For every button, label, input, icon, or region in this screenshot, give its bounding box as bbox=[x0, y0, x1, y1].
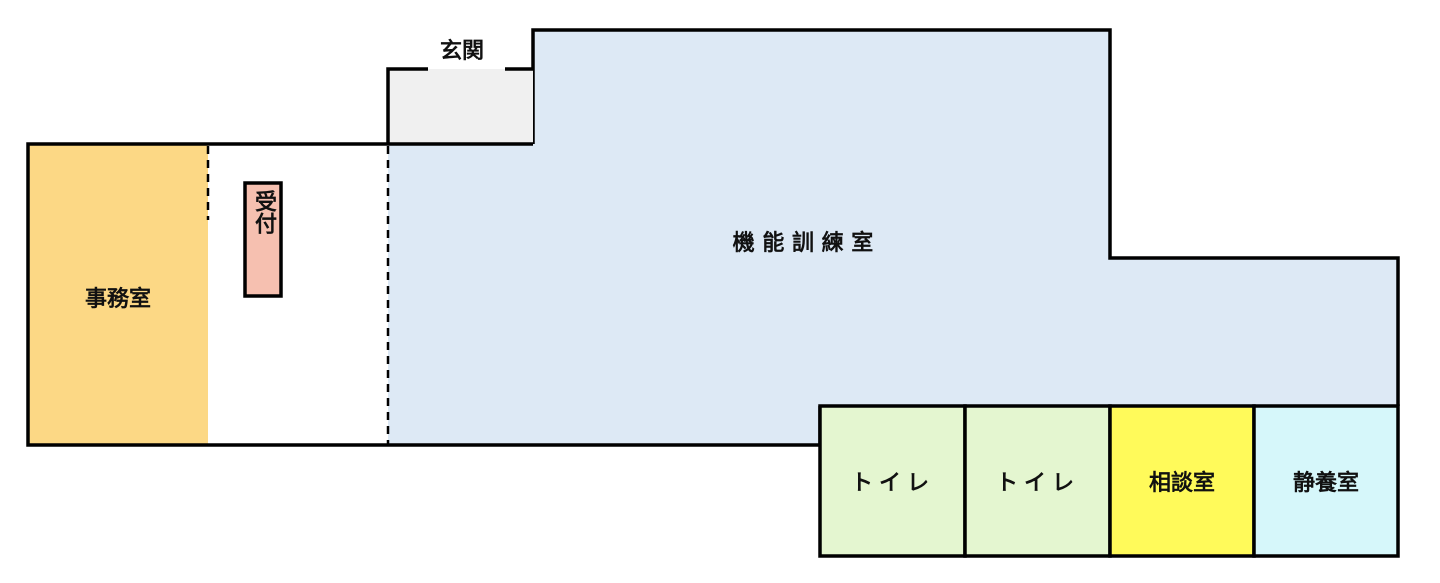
entrance-room bbox=[388, 69, 533, 144]
toilet-2-label: トイレ bbox=[996, 471, 1080, 496]
rest-label: 静養室 bbox=[1293, 470, 1359, 496]
reception-desk bbox=[243, 181, 283, 298]
rest-room bbox=[1252, 404, 1400, 558]
reception-label: 受付 bbox=[251, 189, 277, 235]
toilet-1 bbox=[818, 404, 967, 558]
training-label: 機 能 訓 練 室 bbox=[733, 230, 874, 256]
entrance-label: 玄関 bbox=[440, 38, 484, 64]
toilet-1-label: トイレ bbox=[851, 471, 935, 496]
training-room bbox=[388, 30, 1398, 445]
office-label: 事務室 bbox=[85, 286, 151, 312]
consultation-label: 相談室 bbox=[1149, 470, 1215, 496]
office-room bbox=[28, 144, 208, 445]
bottom-rooms: トイレ トイレ 相談室 静養室 bbox=[818, 404, 1400, 558]
toilet-2 bbox=[963, 404, 1112, 558]
lobby-area bbox=[208, 146, 388, 444]
